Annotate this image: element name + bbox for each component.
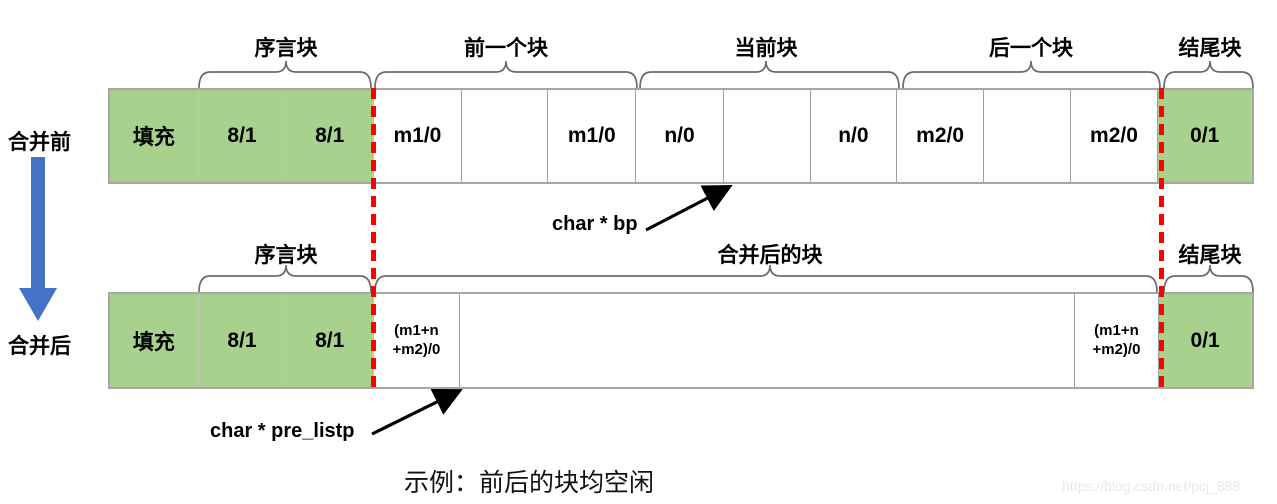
curly-brace <box>1163 264 1254 293</box>
memory-cell: 8/1 <box>286 294 375 387</box>
memory-cell: m1/0 <box>374 90 462 182</box>
example-caption: 示例：前后的块均空闲 <box>404 470 655 497</box>
brace-label: 前一个块 <box>464 37 548 60</box>
curly-brace <box>198 264 372 293</box>
memory-cell: m2/0 <box>1071 90 1159 182</box>
memory-cell: 8/1 <box>198 90 287 182</box>
char-pre-listp-pointer-label: char * pre_listp <box>210 420 355 442</box>
curly-brace <box>374 60 638 89</box>
memory-cell <box>460 294 1075 387</box>
phase-label-before-merge: 合并前 <box>8 131 71 154</box>
red-boundary-divider <box>1159 88 1164 390</box>
red-boundary-divider <box>371 88 376 390</box>
memory-cell: 填充 <box>110 294 199 387</box>
char-bp-pointer-label: char * bp <box>552 213 638 235</box>
memory-cell: m2/0 <box>897 90 984 182</box>
memory-cell: n/0 <box>811 90 898 182</box>
memory-cell: 0/1 <box>1158 90 1252 182</box>
brace-label: 结尾块 <box>1178 244 1242 267</box>
brace-label: 序言块 <box>254 37 318 60</box>
curly-brace <box>198 60 372 89</box>
curly-brace <box>1163 60 1254 89</box>
memory-cell: 8/1 <box>286 90 375 182</box>
memory-cell: (m1+n +m2)/0 <box>1075 294 1160 387</box>
memory-cell: m1/0 <box>548 90 637 182</box>
curly-brace <box>902 60 1161 89</box>
brace-label: 结尾块 <box>1178 37 1242 60</box>
memory-cell <box>984 90 1071 182</box>
curly-brace <box>639 60 900 89</box>
merge-arrow-down-icon <box>19 157 57 321</box>
memory-cell: (m1+n +m2)/0 <box>374 294 460 387</box>
brace-label: 后一个块 <box>989 37 1073 60</box>
phase-label-after-merge: 合并后 <box>8 335 71 358</box>
bp-pointer-arrow <box>645 185 733 232</box>
memory-cell <box>462 90 549 182</box>
brace-label: 当前块 <box>734 37 798 60</box>
memory-cell: n/0 <box>636 90 724 182</box>
csdn-watermark: https://blog.csdn.net/pcj_888 <box>1062 478 1241 494</box>
memory-cell: 填充 <box>110 90 199 182</box>
memory-cell <box>724 90 811 182</box>
memory-cell: 8/1 <box>198 294 287 387</box>
memory-cell: 0/1 <box>1159 294 1252 387</box>
brace-label: 序言块 <box>254 244 318 267</box>
brace-label: 合并后的块 <box>717 244 823 267</box>
curly-brace <box>374 264 1158 293</box>
pre_listp-pointer-arrow <box>371 389 463 436</box>
